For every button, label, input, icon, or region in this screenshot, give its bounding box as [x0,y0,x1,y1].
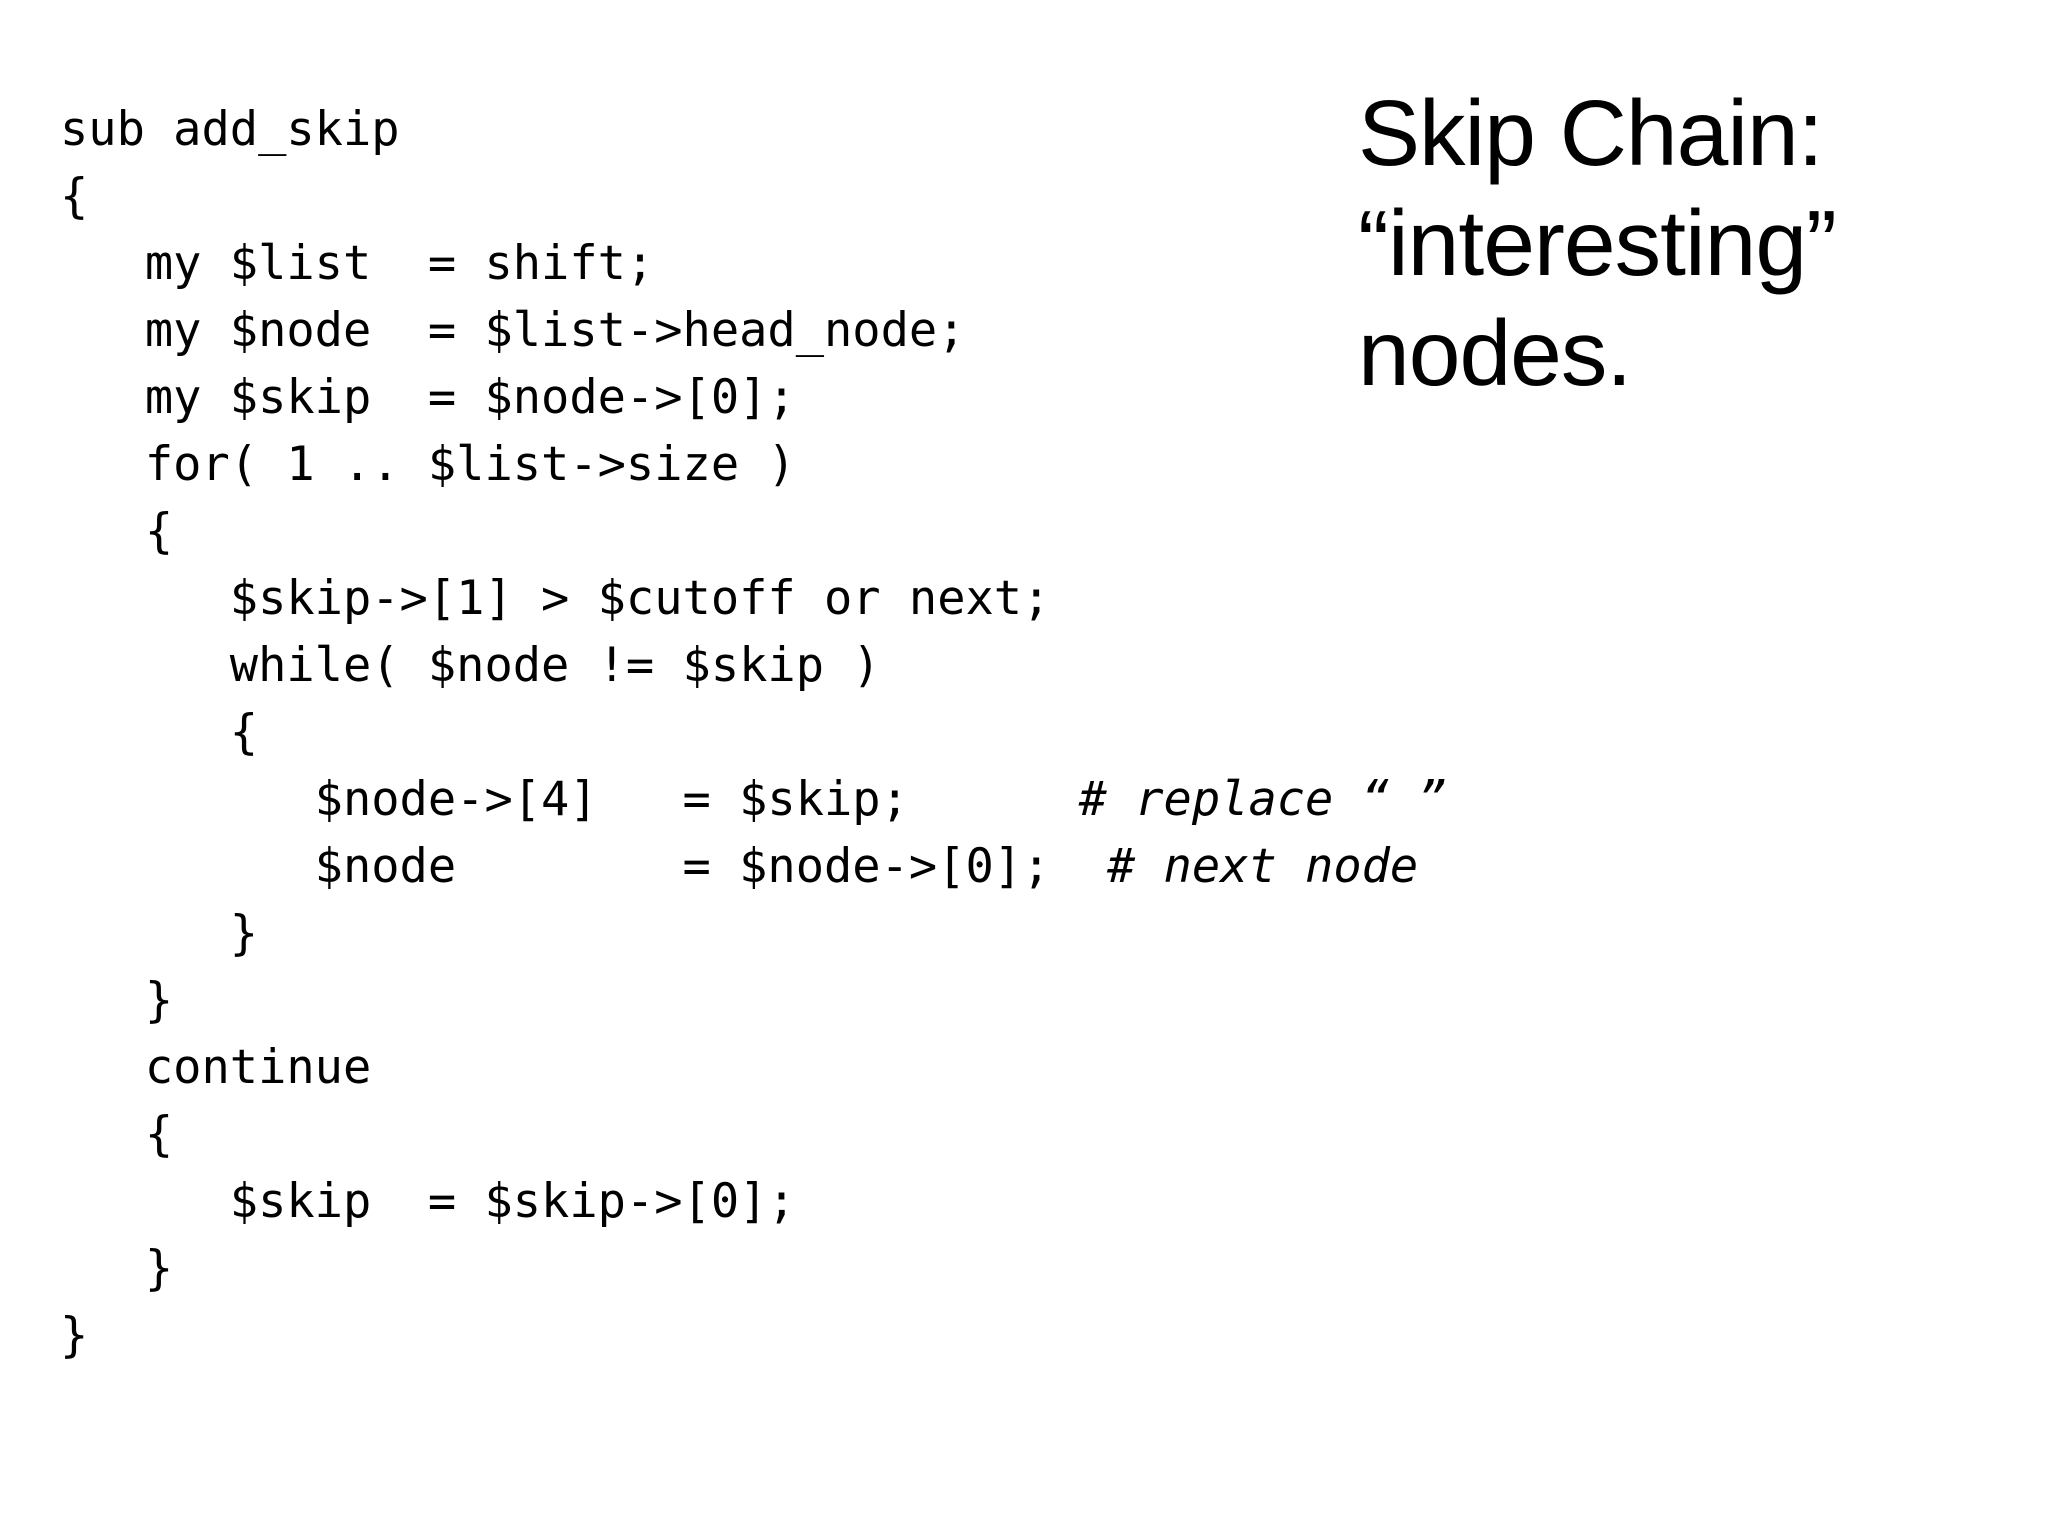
code-line-text: my $list = shift; [60,236,655,291]
code-line: } [60,1302,1350,1369]
code-line-text: } [60,1241,174,1296]
page-title-line: nodes. [1358,301,1632,405]
code-line: $skip->[1] > $cutoff or next; [60,565,1350,632]
code-line: my $node = $list->head_node; [60,297,1350,364]
code-line-comment: # replace “ ” [1078,772,1447,827]
code-line-text: } [60,973,174,1028]
code-line: { [60,498,1350,565]
code-line-text: $node->[4] = $skip; [60,772,1079,827]
code-line-text: $skip = $skip->[0]; [60,1174,796,1229]
code-line: continue [60,1034,1350,1101]
code-line-text: while( $node != $skip ) [60,638,881,693]
code-line-text: { [60,504,174,559]
code-line: sub add_skip [60,96,1350,163]
code-line-text: my $skip = $node->[0]; [60,370,796,425]
code-line: $node = $node->[0]; # next node [60,833,1419,900]
code-line: } [60,1235,1350,1302]
code-line: $node->[4] = $skip; # replace “ ” [60,766,1447,833]
code-line-text: $node = $node->[0]; [60,839,1107,894]
code-line: for( 1 .. $list->size ) [60,431,1350,498]
code-line: while( $node != $skip ) [60,632,1350,699]
code-line-text: { [60,705,259,760]
code-line-text: } [60,1308,89,1363]
code-line-text: continue [60,1040,372,1095]
code-line-comment: # next node [1106,839,1419,894]
code-line: $skip = $skip->[0]; [60,1168,1350,1235]
page-title-line: “interesting” [1358,191,1837,295]
page-title-line: Skip Chain: [1358,81,1824,185]
page-title: Skip Chain:“interesting”nodes. [1358,78,2018,408]
code-line: my $list = shift; [60,230,1350,297]
code-listing: sub add_skip { my $list = shift; my $node… [60,96,1447,1369]
code-line-text: my $node = $list->head_node; [60,303,966,358]
code-line: } [60,900,1350,967]
code-line-text: } [60,906,259,961]
code-line: { [60,163,1350,230]
code-line-text: for( 1 .. $list->size ) [60,437,796,492]
code-line-text: $skip->[1] > $cutoff or next; [60,571,1051,626]
code-line-text: { [60,1107,174,1162]
code-line: } [60,967,1350,1034]
code-line: my $skip = $node->[0]; [60,364,1350,431]
code-line-text: { [60,169,89,224]
code-line: { [60,699,1350,766]
code-line: { [60,1101,1350,1168]
code-line-text: sub add_skip [60,102,400,157]
